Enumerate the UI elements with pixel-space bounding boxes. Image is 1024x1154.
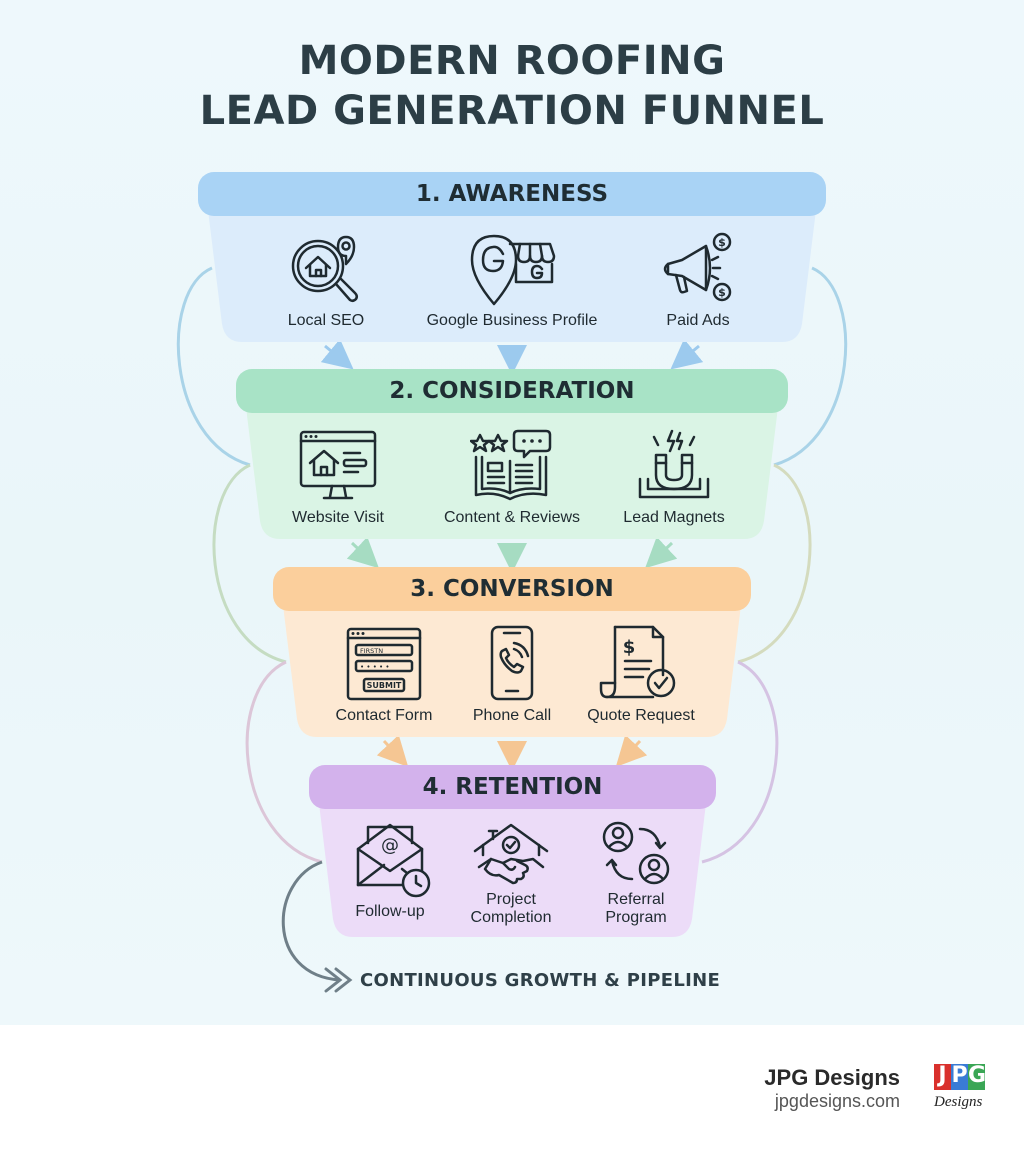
follow-up-icon: @ [356, 823, 431, 898]
title-line-1: MODERN ROOFING [298, 38, 726, 84]
logo-letter-p: P [951, 1063, 968, 1090]
item-website-visit: Website Visit [243, 427, 433, 527]
title-line-2: LEAD GENERATION FUNNEL [199, 88, 825, 134]
item-contact-form: FIRSTN • • • • • SUBMIT Contact Form [289, 625, 479, 725]
svg-text:@: @ [381, 835, 399, 856]
logo-letter-g: G [968, 1063, 987, 1090]
funnel-canvas: MODERN ROOFING LEAD GENERATION FUNNEL [0, 0, 1024, 1025]
svg-text:• • • • •: • • • • • [360, 663, 390, 671]
item-label-follow-up: Follow-up [355, 903, 425, 920]
side-loop-left-3 [245, 660, 323, 864]
item-label-referral-program: Referral Program [605, 891, 667, 926]
item-label-contact-form: Contact Form [335, 707, 433, 724]
item-label-google-business-profile: Google Business Profile [426, 312, 598, 329]
footer-brand-name: JPG Designs [764, 1065, 900, 1090]
continuous-growth-label: CONTINUOUS GROWTH & PIPELINE [360, 970, 721, 991]
item-follow-up: @ Follow-up [295, 821, 485, 921]
content-reviews-icon [470, 429, 552, 501]
item-label-paid-ads: Paid Ads [666, 312, 730, 329]
item-content-reviews: Content & Reviews [417, 427, 607, 527]
referral-program-icon [602, 821, 670, 885]
stage-title-consideration: 2. CONSIDERATION [236, 369, 788, 413]
item-label-content-reviews: Content & Reviews [443, 509, 581, 526]
website-visit-icon [299, 430, 377, 500]
item-project-completion: Project Completion [416, 821, 606, 927]
stage-title-conversion: 3. CONVERSION [273, 567, 751, 611]
item-label-project-completion: Project Completion [470, 891, 552, 926]
item-label-local-seo: Local SEO [287, 312, 365, 329]
item-label-phone-call: Phone Call [472, 707, 552, 724]
local-seo-icon [291, 235, 359, 303]
logo-letter-j: J [934, 1064, 951, 1090]
item-label-quote-request: Quote Request [587, 707, 695, 724]
google-business-profile-icon [470, 234, 556, 306]
side-loop-right-1 [773, 266, 848, 467]
contact-form-icon: FIRSTN • • • • • SUBMIT [346, 627, 422, 701]
svg-text:$: $ [623, 637, 636, 658]
stage-title-retention: 4. RETENTION [309, 765, 716, 809]
project-completion-icon [473, 823, 549, 885]
svg-text:$: $ [718, 236, 726, 249]
growth-arrow [281, 860, 341, 982]
side-loop-right-2 [737, 463, 812, 664]
funnel-connectors [176, 266, 848, 993]
paid-ads-icon: $ $ [663, 232, 732, 302]
item-label-lead-magnets: Lead Magnets [623, 509, 725, 526]
stage-retention: 4. RETENTION @ Follow-up [309, 765, 716, 939]
logo-word: Designs [934, 1094, 983, 1110]
item-local-seo: Local SEO [231, 230, 421, 330]
stage-consideration: 2. CONSIDERATION Website Visit [236, 369, 788, 541]
stage-title-awareness: 1. AWARENESS [198, 172, 826, 216]
side-loop-right-3 [701, 660, 779, 864]
jpg-designs-logo: J P G Designs [930, 1064, 992, 1118]
footer-url: jpgdesigns.com [774, 1091, 900, 1111]
item-label-website-visit: Website Visit [292, 509, 384, 526]
side-loop-left-1 [176, 266, 251, 467]
item-quote-request: $ Quote Request [546, 625, 736, 725]
item-paid-ads: $ $ Paid Ads [603, 230, 793, 330]
svg-text:SUBMIT: SUBMIT [367, 681, 402, 690]
item-lead-magnets: Lead Magnets [579, 427, 769, 527]
side-loop-left-2 [212, 463, 287, 664]
item-referral-program: Referral Program [541, 821, 731, 927]
item-google-business-profile: Google Business Profile [417, 230, 607, 330]
phone-call-icon [490, 625, 534, 701]
stage-awareness: 1. AWARENESS Local SEO [198, 172, 826, 344]
quote-request-icon: $ [599, 625, 676, 699]
lead-magnet-icon [638, 429, 710, 499]
svg-text:FIRSTN: FIRSTN [360, 647, 383, 655]
stage-conversion: 3. CONVERSION FIRSTN • • • • • SUBMIT Co… [273, 567, 751, 739]
svg-text:$: $ [718, 286, 726, 299]
item-phone-call: Phone Call [417, 625, 607, 725]
